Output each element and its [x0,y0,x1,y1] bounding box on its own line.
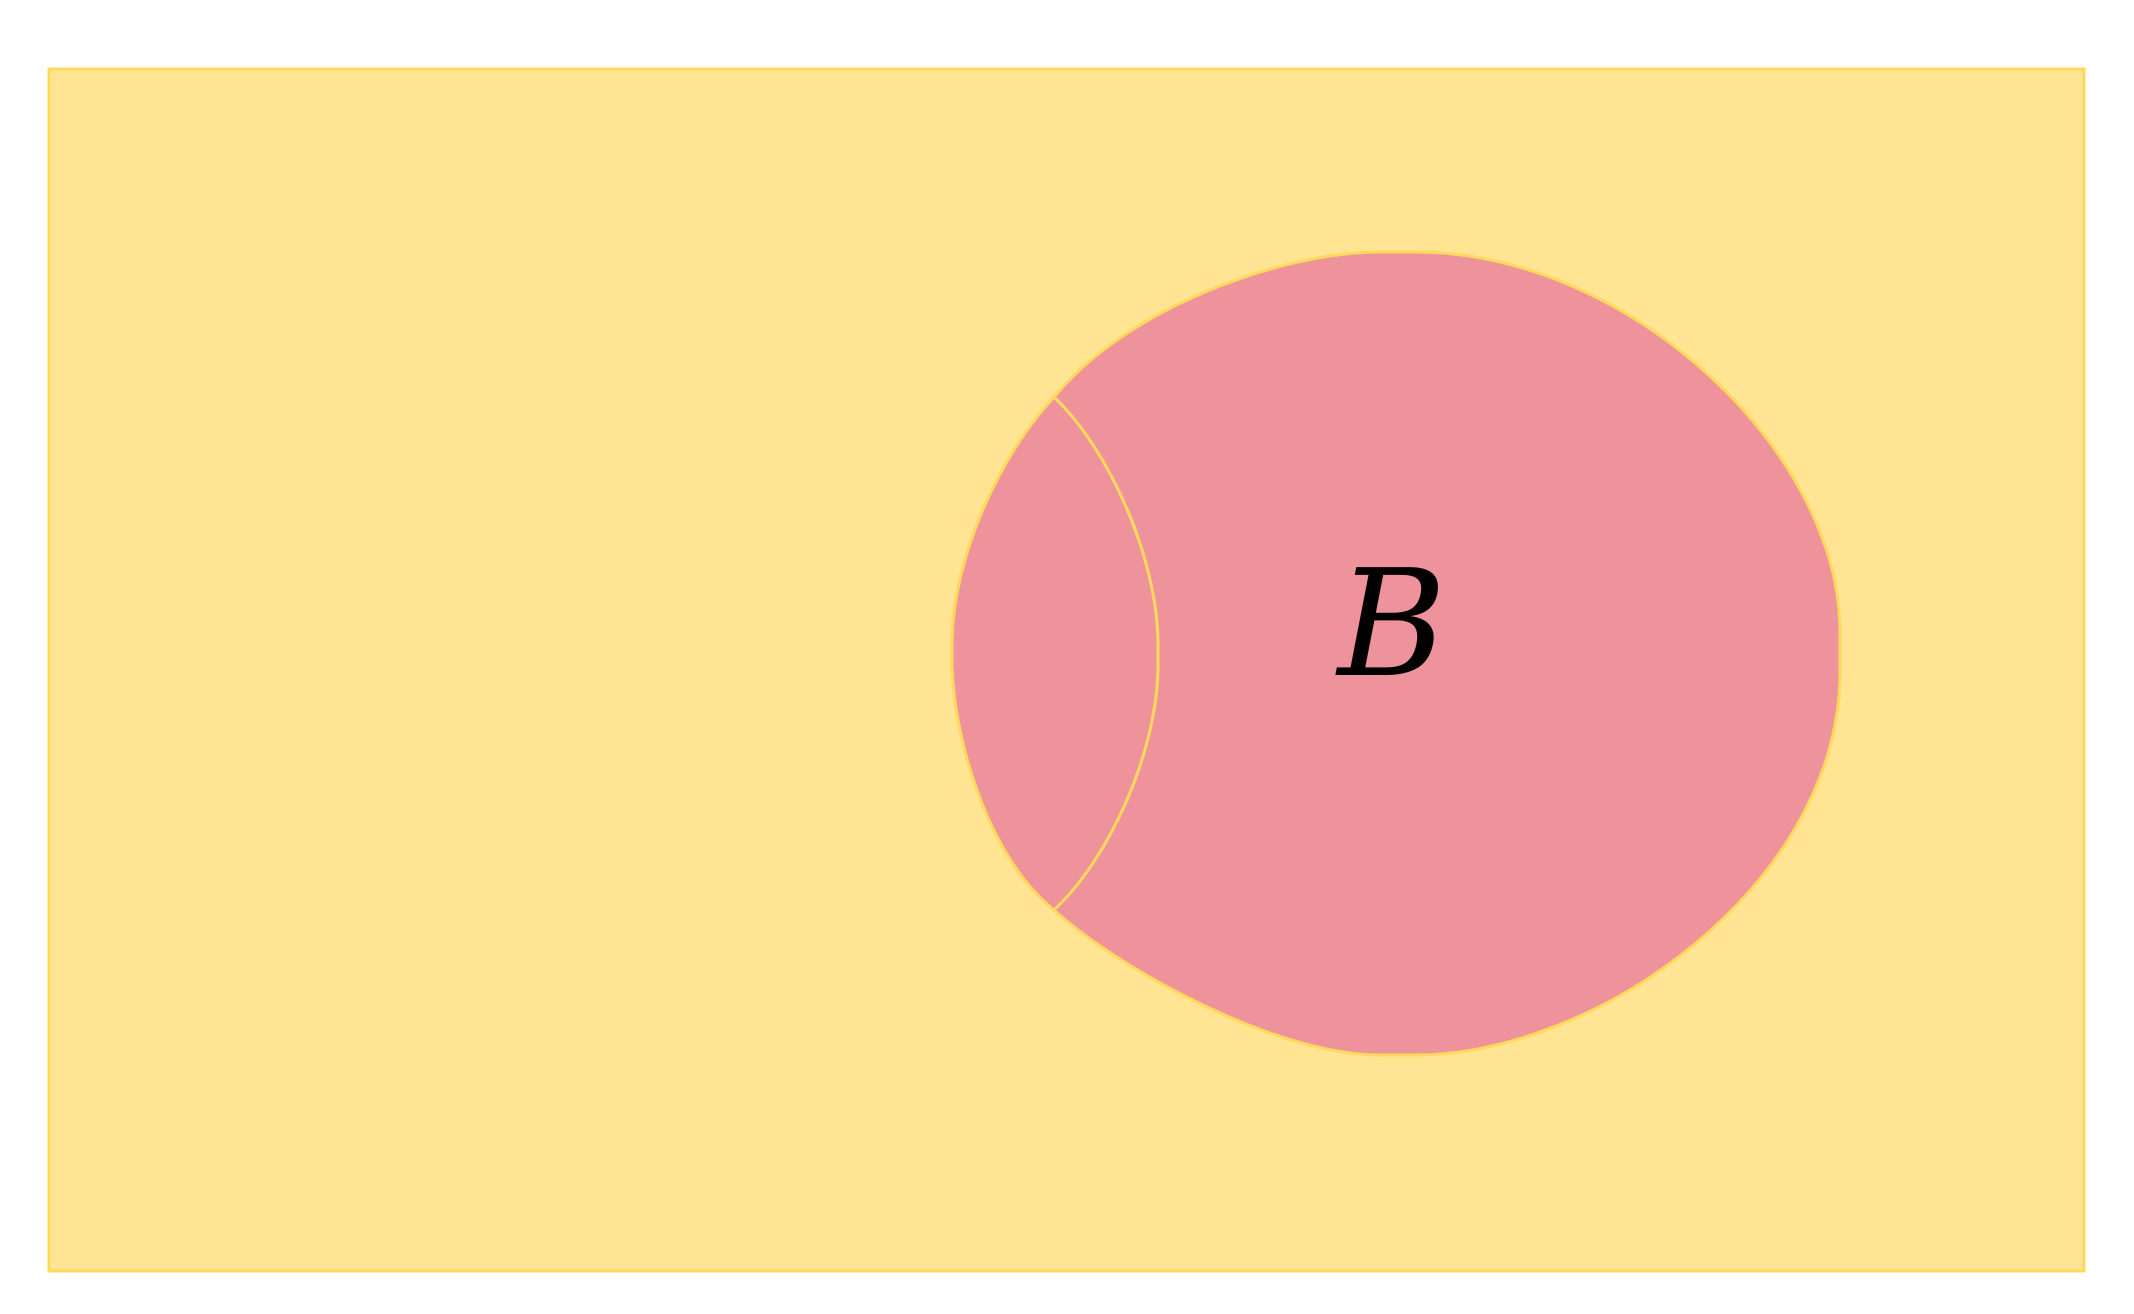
set-b-label: B [1335,538,1447,710]
inner-lens-region [950,394,1160,912]
